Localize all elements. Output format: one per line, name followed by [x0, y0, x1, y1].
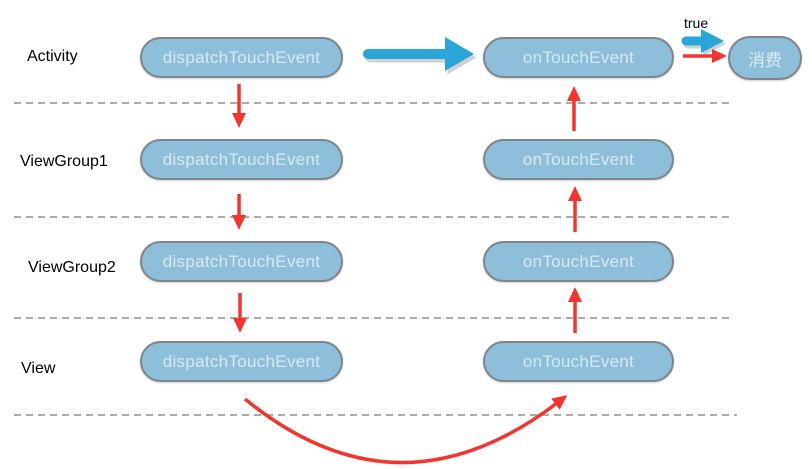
node-activity-ontouchevent: onTouchEvent [483, 37, 674, 78]
node-viewgroup1-ontouchevent: onTouchEvent [483, 139, 674, 180]
row-label-viewgroup1: ViewGroup1 [20, 153, 108, 170]
node-activity-dispatchtouchevent: dispatchTouchEvent [140, 37, 343, 78]
node-viewgroup1-dispatchtouchevent: dispatchTouchEvent [140, 139, 343, 180]
node-viewgroup2-dispatchtouchevent: dispatchTouchEvent [140, 241, 343, 282]
true-label: true [684, 15, 709, 31]
node-consume: 消费 [728, 36, 802, 80]
ontouch-up-arrows [567, 86, 582, 333]
true-consume-blue-arrow-icon [681, 29, 726, 56]
node-view-dispatchtouchevent: dispatchTouchEvent [140, 341, 343, 382]
node-view-ontouchevent: onTouchEvent [483, 341, 674, 382]
node-viewgroup2-ontouchevent: onTouchEvent [483, 241, 674, 282]
view-dispatch-to-ontouch-curve-arrow-icon [243, 395, 568, 465]
dispatch-down-arrows [232, 84, 247, 333]
row-label-viewgroup2: ViewGroup2 [28, 259, 116, 276]
row-label-view: View [21, 360, 56, 377]
row-label-activity: Activity [27, 48, 78, 65]
activity-dispatch-to-ontouch-arrow-icon [363, 37, 477, 75]
